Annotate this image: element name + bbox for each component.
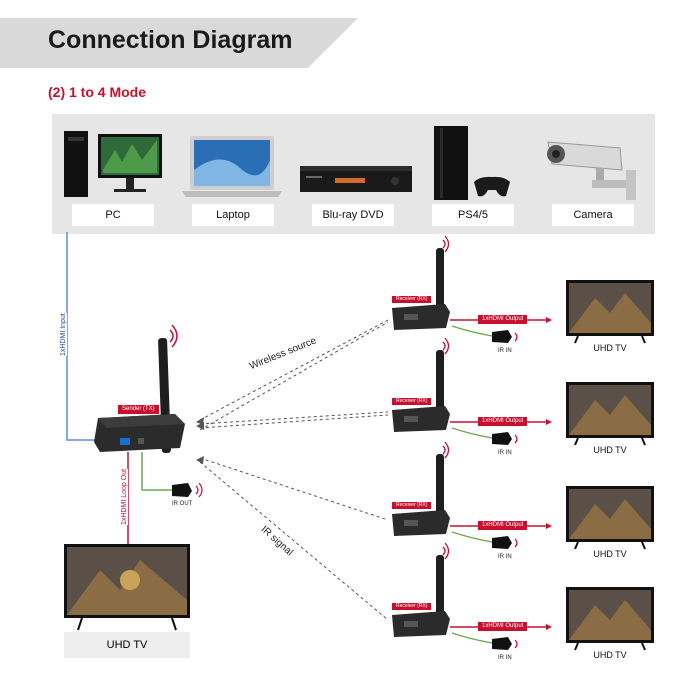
source-label-ps: PS4/5 xyxy=(432,204,514,226)
wireless-links xyxy=(199,319,389,621)
pc-icon xyxy=(64,131,162,197)
ir-out-label: IR OUT xyxy=(172,501,193,507)
receiver-tv-label: UHD TV xyxy=(593,650,627,660)
hdmi-output-tag: 1xHDMI Output xyxy=(478,417,528,426)
receiver-badge: Receiver (RX) xyxy=(392,296,432,303)
receiver-tv-label: UHD TV xyxy=(593,445,627,455)
source-label-bluray: Blu-ray DVD xyxy=(312,204,394,226)
source-label-laptop: Laptop xyxy=(192,204,274,226)
source-label-pc: PC xyxy=(72,204,154,226)
hdmi-output-tag: 1xHDMI Output xyxy=(478,315,528,324)
mode-subtitle: (2) 1 to 4 Mode xyxy=(48,84,147,100)
receiver-badge: Receiver (RX) xyxy=(392,502,432,509)
main-uhd-tv xyxy=(64,544,190,631)
sender-tag: Sender (TX) xyxy=(118,405,159,414)
receiver-badge: Receiver (RX) xyxy=(392,398,432,405)
ir-emitter-icon xyxy=(172,482,203,498)
game-console-icon xyxy=(434,126,510,200)
wireless-signal-icon xyxy=(169,324,178,348)
ir-in-label: IR IN xyxy=(498,348,512,354)
laptop-icon xyxy=(182,136,282,197)
page-title: Connection Diagram xyxy=(48,26,293,54)
receiver-badge: Receiver (RX) xyxy=(392,603,432,610)
title-banner xyxy=(0,18,358,68)
arrow-heads xyxy=(196,417,204,464)
bluray-player-icon xyxy=(300,166,412,192)
main-tv-label: UHD TV xyxy=(64,632,190,658)
hdmi-input-cable xyxy=(66,232,104,441)
ir-in-label: IR IN xyxy=(498,655,512,661)
ir-in-label: IR IN xyxy=(498,450,512,456)
ir-out-cable xyxy=(141,452,172,491)
cctv-camera-icon xyxy=(547,141,636,200)
hdmi-output-tag: 1xHDMI Output xyxy=(478,521,528,530)
receiver-tv-label: UHD TV xyxy=(593,549,627,559)
source-label-camera: Camera xyxy=(552,204,634,226)
sender-unit xyxy=(94,337,185,454)
hdmi-output-tag: 1xHDMI Output xyxy=(478,622,528,631)
ir-in-label: IR IN xyxy=(498,554,512,560)
receiver-tv-label: UHD TV xyxy=(593,343,627,353)
